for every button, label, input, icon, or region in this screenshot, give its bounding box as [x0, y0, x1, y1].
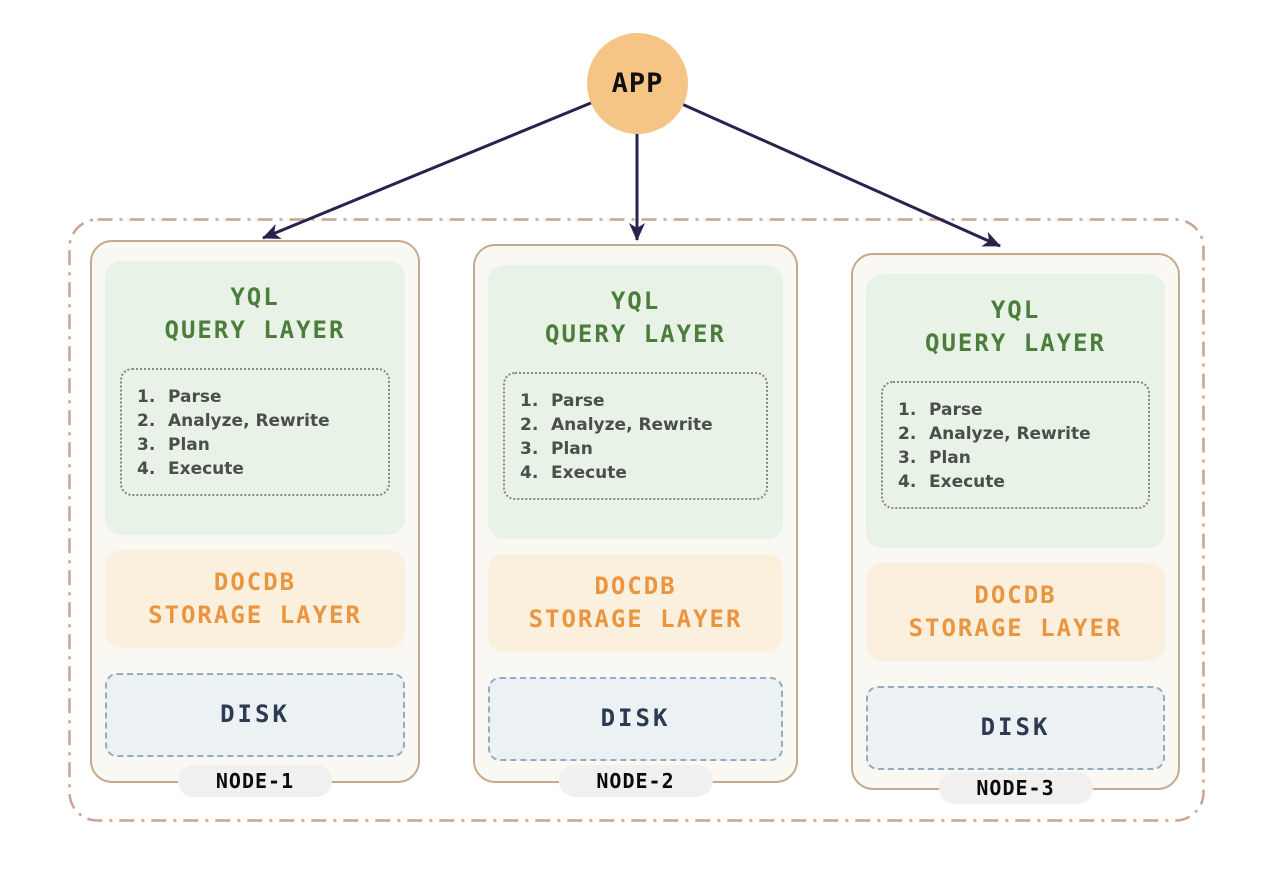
storage-layer-title-line1: DOCDB — [213, 567, 297, 596]
query-step: 3. Plan — [137, 433, 378, 457]
step-number: 4. — [520, 463, 539, 484]
step-number: 2. — [520, 415, 539, 436]
query-layer-box: YQL QUERY LAYER 1. Parse 2. Analyze, Rew… — [105, 261, 405, 535]
step-label: Parse — [929, 400, 983, 421]
query-layer-title-line2: QUERY LAYER — [545, 320, 726, 349]
query-steps-box: 1. Parse 2. Analyze, Rewrite 3. Plan 4. … — [503, 372, 768, 501]
step-label: Execute — [929, 472, 1005, 493]
storage-layer-box: DOCDB STORAGE LAYER — [488, 554, 783, 652]
step-label: Execute — [168, 459, 244, 480]
query-step: 4. Execute — [137, 457, 378, 481]
step-number: 2. — [898, 424, 917, 445]
query-layer-box: YQL QUERY LAYER 1. Parse 2. Analyze, Rew… — [866, 274, 1165, 548]
query-step: 1. Parse — [898, 398, 1138, 422]
query-step: 3. Plan — [898, 446, 1138, 470]
node-card-3: YQL QUERY LAYER 1. Parse 2. Analyze, Rew… — [851, 253, 1180, 804]
query-layer-title-line1: YQL — [990, 296, 1041, 324]
storage-layer-title: DOCDB STORAGE LAYER — [148, 566, 362, 632]
query-layer-title-line1: YQL — [230, 283, 280, 311]
step-number: 3. — [520, 439, 539, 460]
query-step: 2. Analyze, Rewrite — [898, 422, 1138, 446]
storage-layer-box: DOCDB STORAGE LAYER — [866, 563, 1165, 661]
disk-label: DISK — [600, 704, 671, 733]
disk-label: DISK — [980, 713, 1051, 742]
query-steps-box: 1. Parse 2. Analyze, Rewrite 3. Plan 4. … — [881, 381, 1150, 510]
disk-box: DISK — [488, 677, 783, 761]
step-number: 3. — [137, 435, 156, 456]
query-step: 4. Execute — [520, 461, 756, 485]
storage-layer-title-line2: STORAGE LAYER — [908, 614, 1123, 642]
step-label: Plan — [929, 448, 971, 469]
node-badge: NODE-3 — [938, 772, 1093, 804]
query-step: 4. Execute — [898, 470, 1138, 494]
step-label: Analyze, Rewrite — [551, 415, 713, 436]
query-layer-title: YQL QUERY LAYER — [120, 281, 390, 347]
query-step: 2. Analyze, Rewrite — [137, 409, 378, 433]
storage-layer-title: DOCDB STORAGE LAYER — [909, 579, 1123, 645]
query-layer-title-line1: YQL — [610, 287, 661, 315]
node-card-1: YQL QUERY LAYER 1. Parse 2. Analyze, Rew… — [90, 240, 420, 797]
disk-label: DISK — [220, 700, 290, 729]
app-label: APP — [611, 68, 664, 99]
step-number: 2. — [137, 411, 156, 432]
step-label: Execute — [551, 463, 627, 484]
query-steps-box: 1. Parse 2. Analyze, Rewrite 3. Plan 4. … — [120, 368, 390, 497]
query-layer-title-line2: QUERY LAYER — [164, 316, 346, 345]
node-card-2: YQL QUERY LAYER 1. Parse 2. Analyze, Rew… — [473, 244, 798, 797]
query-step: 1. Parse — [137, 385, 378, 409]
step-number: 1. — [520, 391, 539, 412]
step-label: Analyze, Rewrite — [168, 411, 330, 432]
node-badge: NODE-2 — [558, 765, 713, 797]
disk-box: DISK — [866, 686, 1165, 770]
query-step: 2. Analyze, Rewrite — [520, 413, 756, 437]
cluster-dash-border — [68, 218, 1205, 822]
step-label: Plan — [168, 435, 210, 456]
step-label: Analyze, Rewrite — [929, 424, 1091, 445]
step-number: 3. — [898, 448, 917, 469]
query-layer-box: YQL QUERY LAYER 1. Parse 2. Analyze, Rew… — [488, 265, 783, 539]
node-badge: NODE-1 — [177, 765, 333, 797]
step-number: 4. — [137, 459, 156, 480]
storage-layer-title-line1: DOCDB — [974, 580, 1057, 609]
query-layer-title: YQL QUERY LAYER — [503, 285, 768, 351]
cluster-container: YQL QUERY LAYER 1. Parse 2. Analyze, Rew… — [68, 218, 1205, 822]
step-number: 4. — [898, 472, 917, 493]
arrow-app-to-node-1 — [262, 82, 638, 240]
app-node: APP — [587, 33, 688, 134]
step-number: 1. — [137, 387, 156, 408]
step-number: 1. — [898, 400, 917, 421]
query-layer-title: YQL QUERY LAYER — [881, 294, 1150, 360]
step-label: Parse — [551, 391, 605, 412]
disk-box: DISK — [105, 673, 405, 757]
query-step: 1. Parse — [520, 389, 756, 413]
query-step: 3. Plan — [520, 437, 756, 461]
storage-layer-title: DOCDB STORAGE LAYER — [529, 570, 743, 636]
storage-layer-title-line2: STORAGE LAYER — [148, 601, 362, 629]
storage-layer-title-line1: DOCDB — [594, 571, 677, 600]
query-layer-title-line2: QUERY LAYER — [925, 329, 1106, 358]
step-label: Plan — [551, 439, 593, 460]
step-label: Parse — [168, 387, 222, 408]
storage-layer-box: DOCDB STORAGE LAYER — [105, 550, 405, 648]
storage-layer-title-line2: STORAGE LAYER — [528, 605, 743, 633]
